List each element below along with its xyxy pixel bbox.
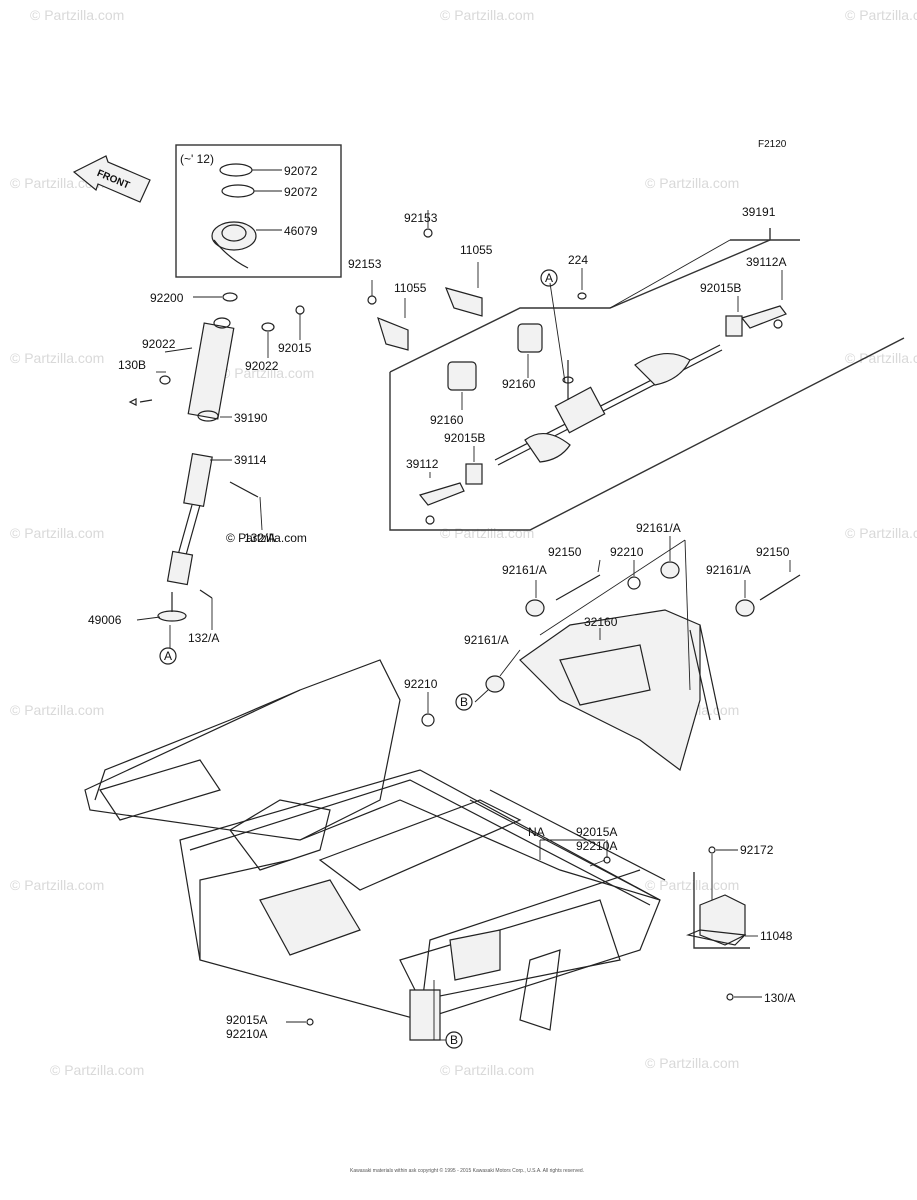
ref-marker-icon	[540, 269, 558, 287]
ref-marker-icon	[159, 647, 177, 665]
inset-note: (~' 12)	[180, 152, 214, 166]
main-frame	[84, 659, 666, 1041]
footer-text: Kawasaki materials within ask copyright …	[350, 1167, 584, 1174]
watermark-text: © Partzilla.com	[845, 350, 917, 366]
part-label: 224	[568, 253, 588, 267]
part-label: 130/A	[764, 991, 795, 1005]
part-label: 92161/A	[502, 563, 547, 577]
part-label: 92072	[284, 164, 318, 178]
watermark-text: © Partzilla.com	[220, 365, 314, 381]
part-label: 92022	[142, 337, 176, 351]
bracket-inset	[685, 846, 762, 1001]
part-label: 39190	[234, 411, 268, 425]
part-label: 92150	[548, 545, 582, 559]
part-label: 92160	[430, 413, 464, 427]
ref-marker-icon	[455, 693, 473, 711]
part-label: 11048	[760, 929, 793, 943]
part-label: 39112A	[746, 255, 786, 269]
part-label: 92015	[278, 341, 312, 355]
ref-marker-label: A	[545, 271, 553, 285]
part-label: 92161/A	[464, 633, 509, 647]
watermark-text: © Partzilla.com	[50, 1062, 144, 1078]
part-label: 11055	[460, 243, 493, 257]
ref-marker-icon	[445, 1031, 463, 1049]
part-label: 92161/A	[706, 563, 751, 577]
watermark-text: © Partzilla.com	[440, 1062, 534, 1078]
part-label: 92015A	[226, 1013, 267, 1027]
part-label: 92022	[245, 359, 279, 373]
a-arm-assembly	[421, 536, 801, 772]
steering-column	[128, 292, 305, 648]
part-label: 39114	[234, 453, 267, 467]
part-label: 39112	[406, 457, 439, 471]
part-label: 130B	[118, 358, 146, 372]
watermark-group: © Partzilla.com © Partzilla.com © Partzi…	[10, 7, 917, 1078]
part-label: 92210A	[226, 1027, 267, 1041]
watermark-text: © Partzilla.com	[10, 350, 104, 366]
diagram-code: F2120	[758, 139, 787, 150]
part-label: 92210A	[576, 839, 617, 853]
ref-marker-label: B	[460, 695, 468, 709]
watermark-text: © Partzilla.com	[10, 877, 104, 893]
watermark-text: © Partzilla.com	[10, 702, 104, 718]
watermark-text: © Partzilla.com	[845, 7, 917, 23]
watermark-text: © Partzilla.com	[10, 525, 104, 541]
watermark-text: © Partzilla.com	[645, 877, 739, 893]
part-label: 92210	[610, 545, 644, 559]
part-label: 92072	[284, 185, 318, 199]
part-label: 92015B	[700, 281, 741, 295]
part-label: 132/A	[188, 631, 219, 645]
watermark-text: © Partzilla.com	[226, 531, 307, 545]
part-label: 92153	[404, 211, 438, 225]
part-label: 92153	[348, 257, 382, 271]
steering-rack-box	[367, 210, 905, 531]
part-label: 92015B	[444, 431, 485, 445]
part-label: 92210	[404, 677, 438, 691]
watermark-text: © Partzilla.com	[440, 7, 534, 23]
inset-box: (~' 12)	[175, 144, 342, 278]
part-label: 39191	[742, 205, 776, 219]
part-label: 32160	[584, 615, 618, 629]
part-label: 46079	[284, 224, 318, 238]
ref-marker-label: A	[164, 649, 172, 663]
part-label: 92160	[502, 377, 536, 391]
part-label: 92161/A	[636, 521, 681, 535]
part-label: 92172	[740, 843, 774, 857]
watermark-text: © Partzilla.com	[30, 7, 124, 23]
watermark-text: © Partzilla.com	[440, 525, 534, 541]
part-label: 49006	[88, 613, 122, 627]
part-label: 92150	[756, 545, 790, 559]
part-label: 11055	[394, 281, 427, 295]
watermark-text: © Partzilla.com	[645, 175, 739, 191]
front-arrow-icon: FRONT	[72, 155, 151, 203]
watermark-text: © Partzilla.com	[10, 175, 104, 191]
part-label: NA	[528, 825, 545, 839]
watermark-text: © Partzilla.com	[645, 1055, 739, 1071]
watermark-text: © Partzilla.com	[845, 525, 917, 541]
part-label: 92015A	[576, 825, 617, 839]
part-label: 92200	[150, 291, 184, 305]
ref-marker-label: B	[450, 1033, 458, 1047]
part-label: 132/A	[244, 531, 275, 545]
